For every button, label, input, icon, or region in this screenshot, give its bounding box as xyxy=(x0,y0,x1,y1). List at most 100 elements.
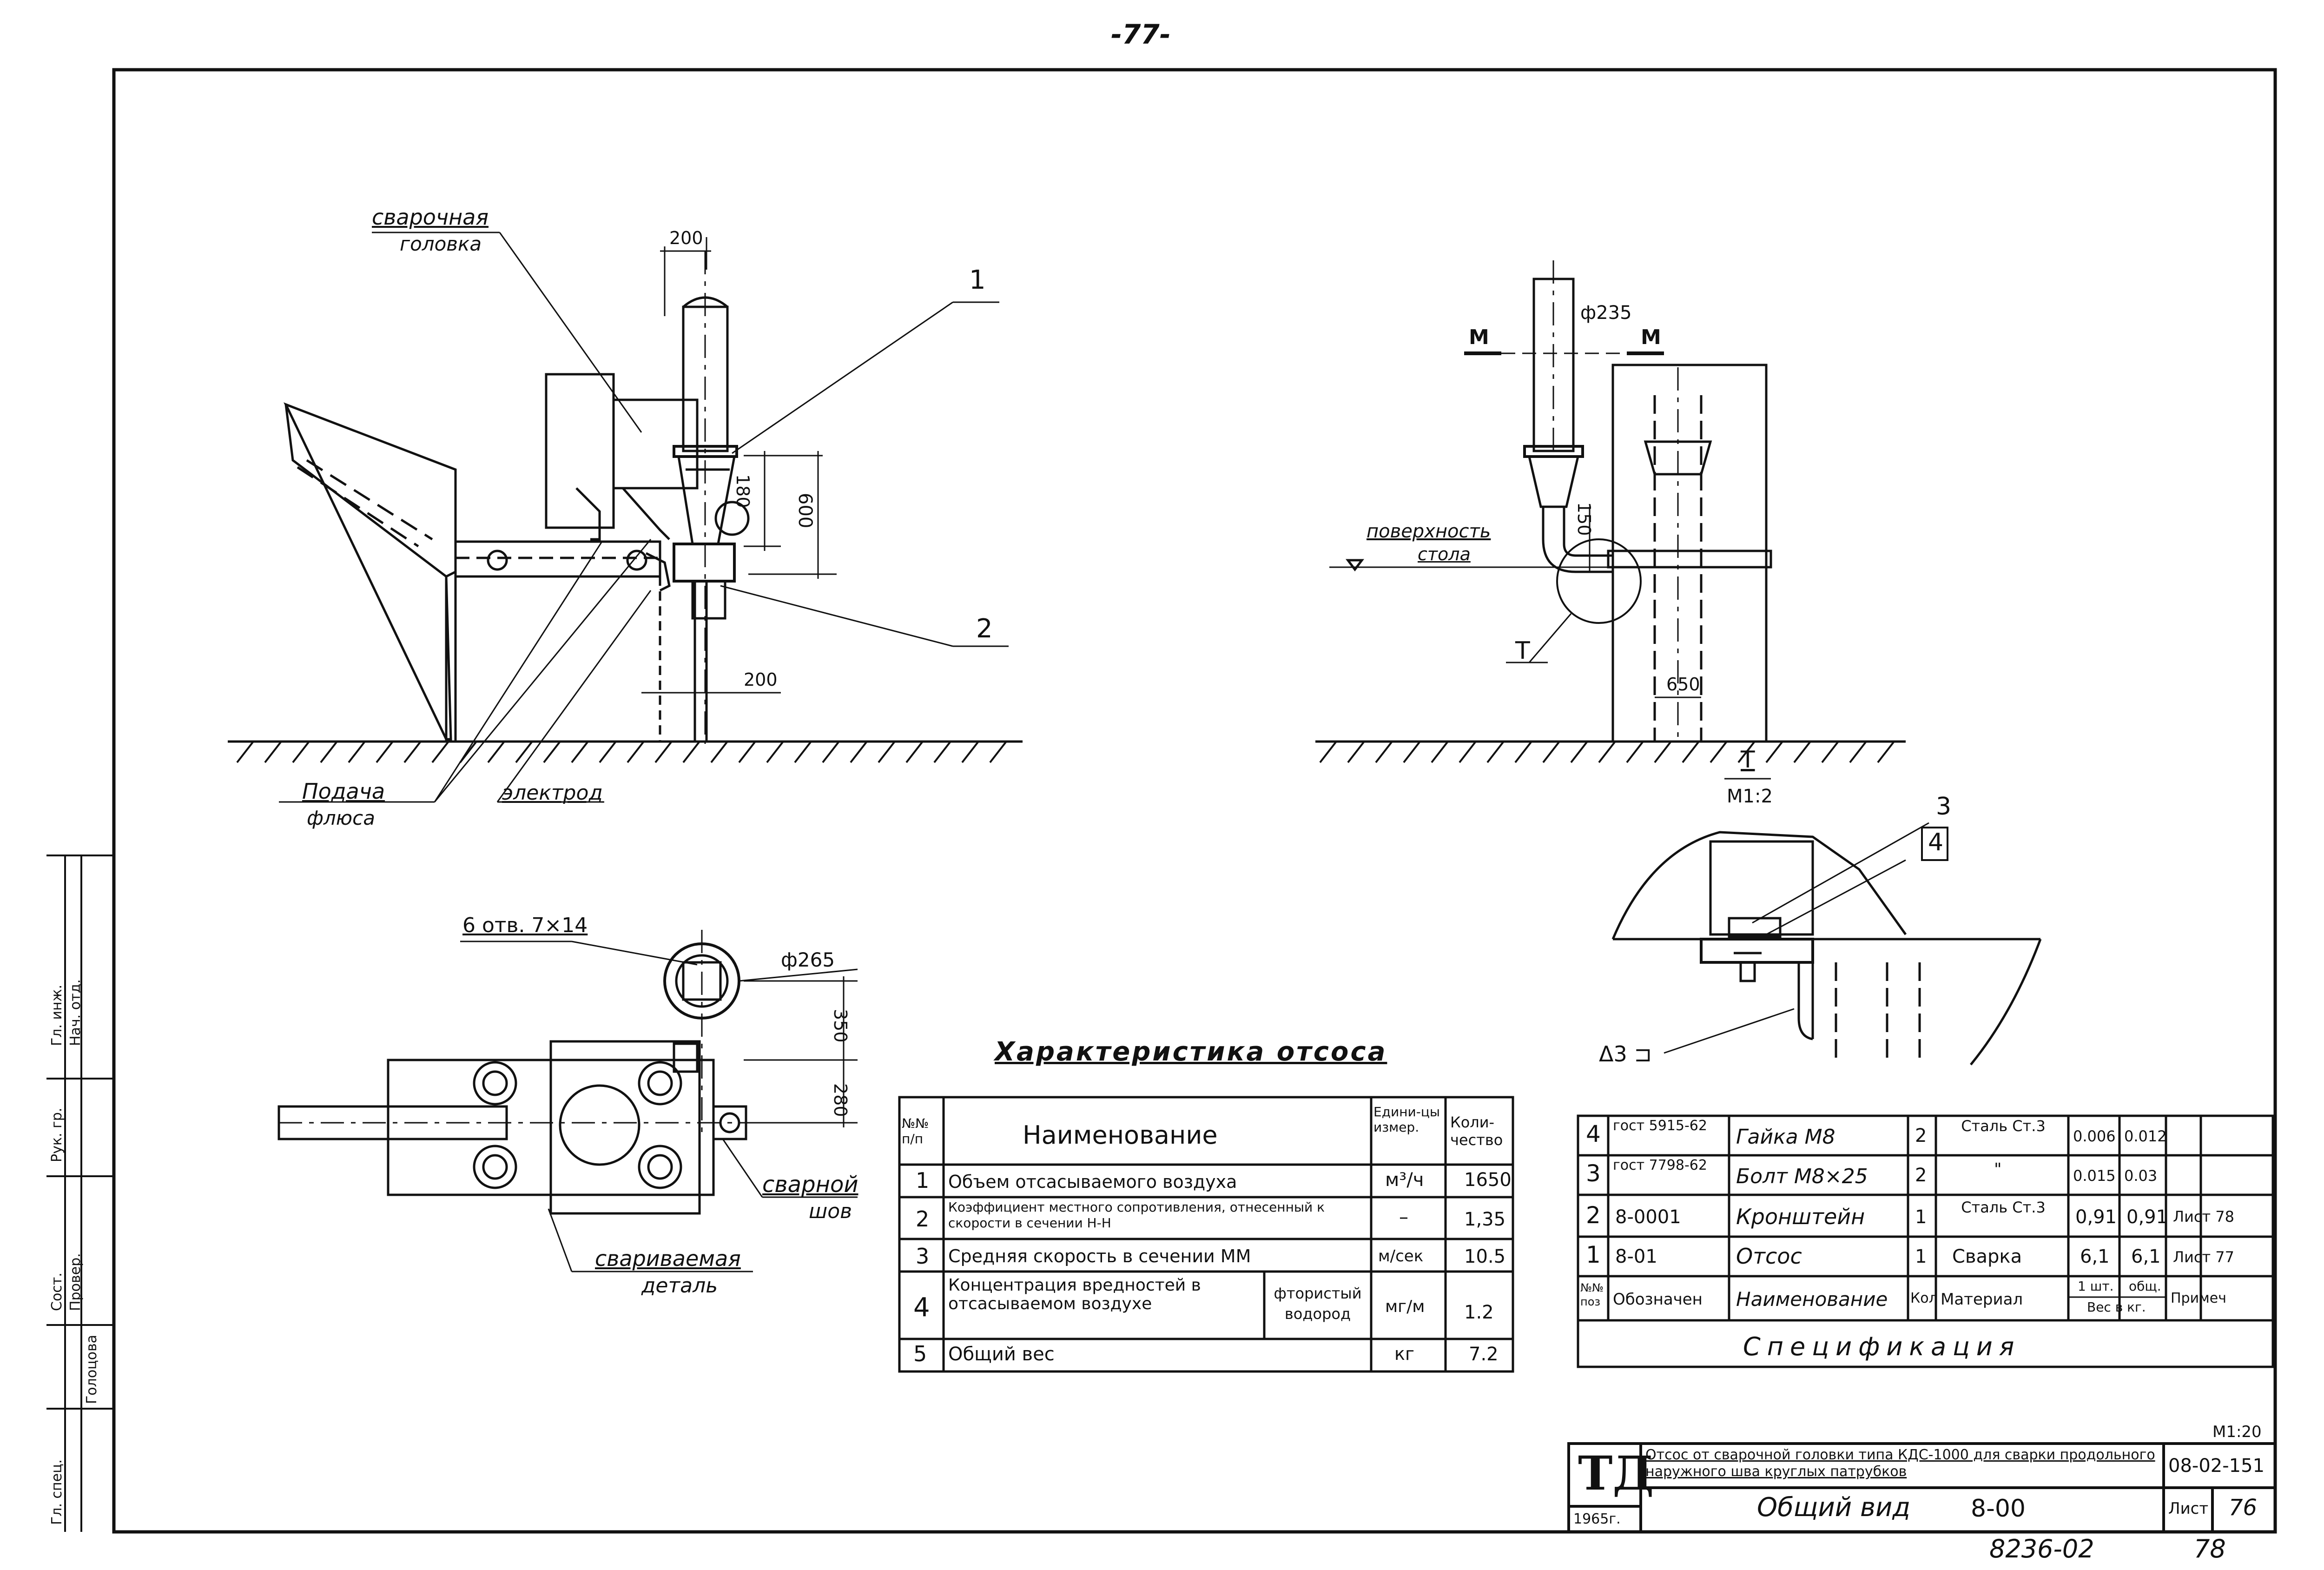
spec-header-weight-label: Вес в кг. xyxy=(2087,1299,2146,1315)
leader-3: 3 xyxy=(1936,793,1952,821)
dim-235: ф235 xyxy=(1580,302,1632,324)
char-header-name: Наименование xyxy=(1023,1120,1218,1150)
spec-row-material: " xyxy=(1994,1160,2002,1179)
char-row-name: Объем отсасываемого воздуха xyxy=(948,1172,1237,1192)
label-weld-seam: сварной xyxy=(762,1172,858,1198)
dim-280: 280 xyxy=(830,1083,851,1117)
spec-row-pos: 3 xyxy=(1586,1160,1601,1187)
char-row-unit: м³/ч xyxy=(1385,1169,1424,1191)
spec-row-w1: 0.015 xyxy=(2073,1167,2116,1185)
spec-row-material: Сталь Ст.3 xyxy=(1961,1199,2046,1216)
spec-row-qty: 1 xyxy=(1915,1246,1927,1267)
spec-row-w1: 6,1 xyxy=(2080,1246,2110,1267)
spec-row-w1: 0,91 xyxy=(2075,1206,2117,1228)
dim-200-bottom: 200 xyxy=(744,669,778,690)
weld-mark: Δ3 ⊐ xyxy=(1599,1041,1652,1067)
bottom-page-number: 78 xyxy=(2194,1534,2226,1563)
char-row-unit: кг xyxy=(1394,1344,1414,1364)
label-table-surface: поверхность xyxy=(1367,521,1491,542)
detail-scale: М1:2 xyxy=(1727,786,1773,807)
spec-row-designation: 8-01 xyxy=(1615,1246,1657,1267)
margin-stamp-line: Гл. инж. xyxy=(49,984,65,1046)
spec-row-w2: 0.012 xyxy=(2124,1127,2167,1145)
label-table-surface-line2: стола xyxy=(1418,544,1471,564)
char-row-unit: мг/м xyxy=(1385,1297,1425,1316)
title-block-sheet-no: 76 xyxy=(2229,1495,2258,1521)
spec-row-designation: 8-0001 xyxy=(1615,1206,1681,1228)
spec-header-qty: Кол xyxy=(1910,1290,1938,1306)
spec-row-pos: 2 xyxy=(1586,1202,1601,1229)
callout-t: Т xyxy=(1515,637,1530,665)
title-block-description: Отсос от сварочной головки типа КДС-1000… xyxy=(1645,1447,2155,1480)
char-row-num: 2 xyxy=(916,1206,930,1232)
spec-row-pos: 1 xyxy=(1586,1241,1601,1268)
spec-row-designation: гост 5915-62 xyxy=(1613,1118,1707,1134)
spec-row-material: Сварка xyxy=(1952,1246,2022,1267)
margin-stamp-line: Сост. xyxy=(49,1272,65,1311)
title-block-grid xyxy=(1567,1442,2277,1533)
spec-row-pos: 4 xyxy=(1586,1120,1601,1147)
char-row-num: 3 xyxy=(916,1244,930,1269)
char-header-unit: Едини-цы измер. xyxy=(1373,1104,1440,1135)
spec-row-qty: 2 xyxy=(1915,1165,1927,1186)
label-flux-feed: Подача xyxy=(302,779,385,804)
char-row-name: Коэффициент местного сопротивления, отне… xyxy=(948,1199,1325,1231)
label-welded-part-line2: деталь xyxy=(641,1274,718,1298)
page-number: -77- xyxy=(1111,19,1171,50)
title-block-logo: ТД xyxy=(1578,1446,1654,1501)
char-row-name: Общий вес xyxy=(948,1344,1055,1365)
spec-header-note: Примеч xyxy=(2171,1290,2226,1306)
char-row-name: Концентрация вредностей в отсасываемом в… xyxy=(948,1276,1201,1313)
margin-stamp-line: Нач. отд. xyxy=(67,979,84,1046)
characteristics-title: Характеристика отсоса xyxy=(995,1037,1387,1067)
spec-row-designation: гост 7798-62 xyxy=(1613,1157,1707,1173)
spec-header-weight-total: общ. xyxy=(2129,1279,2161,1294)
spec-header-material: Материал xyxy=(1941,1290,2023,1309)
spec-row-qty: 1 xyxy=(1915,1206,1927,1228)
spec-row-name: Отсос xyxy=(1736,1244,1802,1269)
label-welding-head: сварочная xyxy=(372,205,489,230)
spec-row-w2: 0.03 xyxy=(2124,1167,2158,1185)
char-row-unit: м/сек xyxy=(1378,1247,1424,1265)
char-header-num: №№ п/п xyxy=(902,1116,929,1146)
title-block-drawing-no: 8-00 xyxy=(1971,1495,2026,1523)
label-weld-seam-line2: шов xyxy=(809,1199,852,1223)
detail-title: Т xyxy=(1741,746,1755,773)
spec-header-designation: Обозначен xyxy=(1613,1290,1703,1309)
dim-200-top: 200 xyxy=(669,228,703,248)
side-view-geometry xyxy=(1315,260,1906,763)
title-block-sheet-label: Лист xyxy=(2168,1499,2209,1518)
label-electrode: электрод xyxy=(502,781,603,805)
dim-350: 350 xyxy=(830,1009,851,1043)
spec-row-name: Болт М8×25 xyxy=(1736,1165,1868,1188)
margin-stamp-line: Провер. xyxy=(67,1253,84,1311)
label-holes: 6 отв. 7×14 xyxy=(462,914,588,937)
spec-header-name: Наименование xyxy=(1736,1288,1888,1311)
spec-row-w1: 0.006 xyxy=(2073,1127,2116,1145)
dim-600: 600 xyxy=(794,493,816,529)
margin-stamp-line: Гл. спец. xyxy=(49,1459,65,1525)
dim-265: ф265 xyxy=(781,948,835,971)
section-m-left: М xyxy=(1469,325,1489,349)
margin-stamp-line: Рук. гр. xyxy=(49,1107,65,1162)
characteristics-table-grid xyxy=(898,1096,1514,1373)
section-m-right: М xyxy=(1641,325,1661,349)
leader-4: 4 xyxy=(1928,828,1944,856)
leader-2: 2 xyxy=(976,614,993,644)
char-header-qty: Коли-чество xyxy=(1450,1113,1503,1149)
char-row-num: 5 xyxy=(913,1341,927,1366)
spec-row-name: Гайка М8 xyxy=(1736,1125,1835,1149)
label-flux-feed-line2: флюса xyxy=(307,807,375,829)
dim-180: 180 xyxy=(733,474,753,508)
plan-view-geometry xyxy=(277,930,858,1272)
spec-header-pos: №№ поз xyxy=(1580,1281,1604,1308)
char-row-num: 1 xyxy=(916,1168,930,1193)
spec-row-material: Сталь Ст.3 xyxy=(1961,1117,2046,1135)
detail-t-geometry xyxy=(1611,778,2042,1066)
char-row-qty: 1650 xyxy=(1464,1169,1512,1191)
title-block-code: 08-02-151 xyxy=(2168,1455,2265,1477)
leader-1: 1 xyxy=(969,265,986,295)
label-welding-head-line2: головка xyxy=(400,232,482,255)
spec-row-w2: 6,1 xyxy=(2131,1246,2161,1267)
